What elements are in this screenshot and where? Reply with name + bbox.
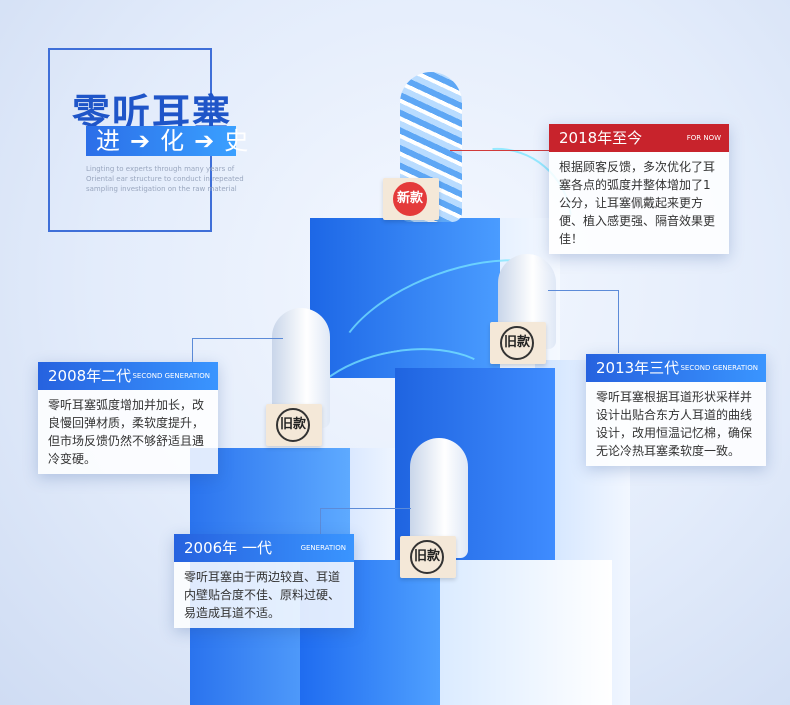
info-body: 根据顾客反馈，多次优化了耳塞各点的弧度并整体增加了1公分，让耳塞佩戴起来更方便、… <box>559 160 716 246</box>
info-year: 2013年三代 <box>596 359 680 377</box>
connector-2013 <box>548 290 619 353</box>
pedestal-top <box>310 218 500 378</box>
info-2018: 2018年至今 FOR NOW 根据顾客反馈，多次优化了耳塞各点的弧度并整体增加了… <box>549 124 729 254</box>
info-head: 2006年 一代 GENERATION <box>174 534 354 562</box>
old-badge: 旧款 <box>276 408 310 442</box>
subtitle: 进➔化➔史 <box>96 127 259 155</box>
info-body: 零听耳塞根据耳道形状采样并设计出贴合东方人耳道的曲线设计，改用恒温记忆棉，确保无… <box>596 390 753 458</box>
info-body: 零听耳塞弧度增加并加长，改良慢回弹材质，柔软度提升，但市场反馈仍然不够舒适且遇冷… <box>48 398 205 466</box>
tag-old-gen2: 旧款 <box>266 404 322 446</box>
info-body: 零听耳塞由于两边较直、耳道内壁贴合度不佳、原料过硬、易造成耳道不适。 <box>184 570 341 620</box>
title-frame <box>48 48 210 230</box>
info-en: SECOND GENERATION <box>680 364 758 372</box>
old-badge: 旧款 <box>410 540 444 574</box>
info-year: 2006年 一代 <box>184 539 272 557</box>
info-en: FOR NOW <box>686 134 721 142</box>
info-year: 2018年至今 <box>559 129 643 147</box>
old-badge: 旧款 <box>500 326 534 360</box>
connector-2018 <box>450 150 550 151</box>
new-badge: 新款 <box>393 182 427 216</box>
info-en: SECOND GENERATION <box>132 372 210 380</box>
pedestal-front-side <box>432 560 612 705</box>
tag-new: 新款 <box>383 178 439 220</box>
info-year: 2008年二代 <box>48 367 132 385</box>
subtitle-bar <box>86 126 236 156</box>
tag-old-gen3: 旧款 <box>490 322 546 364</box>
info-head: 2018年至今 FOR NOW <box>549 124 729 152</box>
info-2006: 2006年 一代 GENERATION 零听耳塞由于两边较直、耳道内壁贴合度不佳、… <box>174 534 354 628</box>
tag-old-gen1: 旧款 <box>400 536 456 578</box>
title-note: Lingting to experts through many years o… <box>86 165 244 193</box>
connector-2006 <box>320 508 411 537</box>
info-en: GENERATION <box>300 544 346 552</box>
connector-2008 <box>192 338 283 363</box>
